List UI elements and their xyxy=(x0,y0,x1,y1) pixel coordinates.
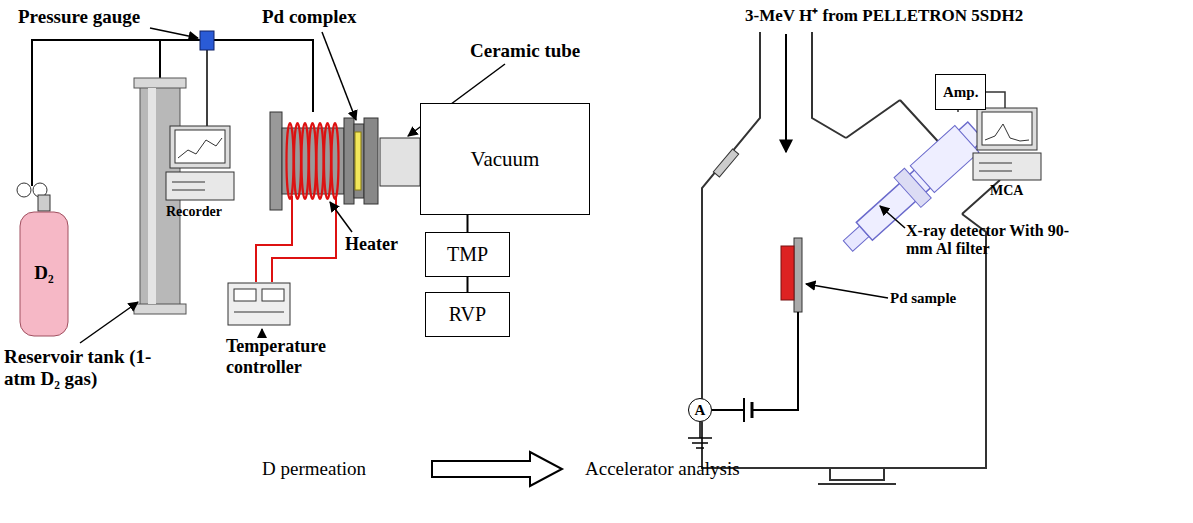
ground-symbol xyxy=(688,422,712,448)
box-label: RVP xyxy=(449,303,486,326)
temperature-controller xyxy=(228,283,290,325)
leader-arrow xyxy=(806,206,905,298)
ammeter-symbol: A xyxy=(688,398,712,422)
vacuum-chamber-box: Vacuum xyxy=(420,103,590,215)
beam-arrow xyxy=(785,34,787,152)
pipe-line xyxy=(467,215,469,232)
part-label: 3-MeV H⁺ from PELLETRON 5SDH2 xyxy=(745,6,1023,26)
part-label: Recorder xyxy=(166,204,222,220)
signal-wire xyxy=(984,92,1005,108)
part-label: Ceramic tube xyxy=(470,40,580,62)
part-label: MCA xyxy=(990,183,1023,199)
box-label: Vacuum xyxy=(471,147,540,172)
pressure-gauge-symbol xyxy=(200,31,214,50)
part-label: Pressure gauge xyxy=(18,6,140,28)
recorder-computer xyxy=(166,126,234,200)
part-label: D₂ xyxy=(26,262,62,284)
heater-wire xyxy=(256,196,336,282)
current-wire xyxy=(712,312,798,410)
amplifier-box: Amp. xyxy=(935,74,986,110)
part-label: Temperature controller xyxy=(226,336,351,377)
heater-coil xyxy=(287,123,339,199)
box-label: Amp. xyxy=(943,84,978,101)
stage-caption: D permeation xyxy=(262,458,366,480)
pump-box: TMP xyxy=(425,232,510,277)
part-label: Heater xyxy=(345,234,398,255)
target-chamber xyxy=(702,32,1000,484)
gas-cylinder xyxy=(17,183,68,336)
sample-holder xyxy=(794,238,802,312)
gas-line xyxy=(159,40,161,80)
part-label: X-ray detector With 90-mm Al filter xyxy=(906,222,1086,259)
stage-caption: Accelerator analysis xyxy=(585,458,740,480)
pipe-line xyxy=(467,277,469,292)
pd-sample-symbol xyxy=(781,246,794,300)
box-label: A xyxy=(695,402,706,419)
pump-box: RVP xyxy=(425,292,510,337)
part-label: Pd complex xyxy=(262,6,356,28)
bias-plate xyxy=(751,402,754,418)
x-ray-detector xyxy=(835,116,990,261)
process-arrow xyxy=(432,452,562,486)
viewport xyxy=(713,149,738,177)
part-label: Pd sample xyxy=(890,290,956,307)
mca-computer xyxy=(973,108,1041,180)
part-label: Reservoir tank (1-atm D₂ gas) xyxy=(4,346,154,390)
bias-plate xyxy=(743,398,745,422)
permeation-chamber xyxy=(270,112,420,210)
box-label: TMP xyxy=(447,243,488,266)
signal-wire xyxy=(206,50,208,126)
